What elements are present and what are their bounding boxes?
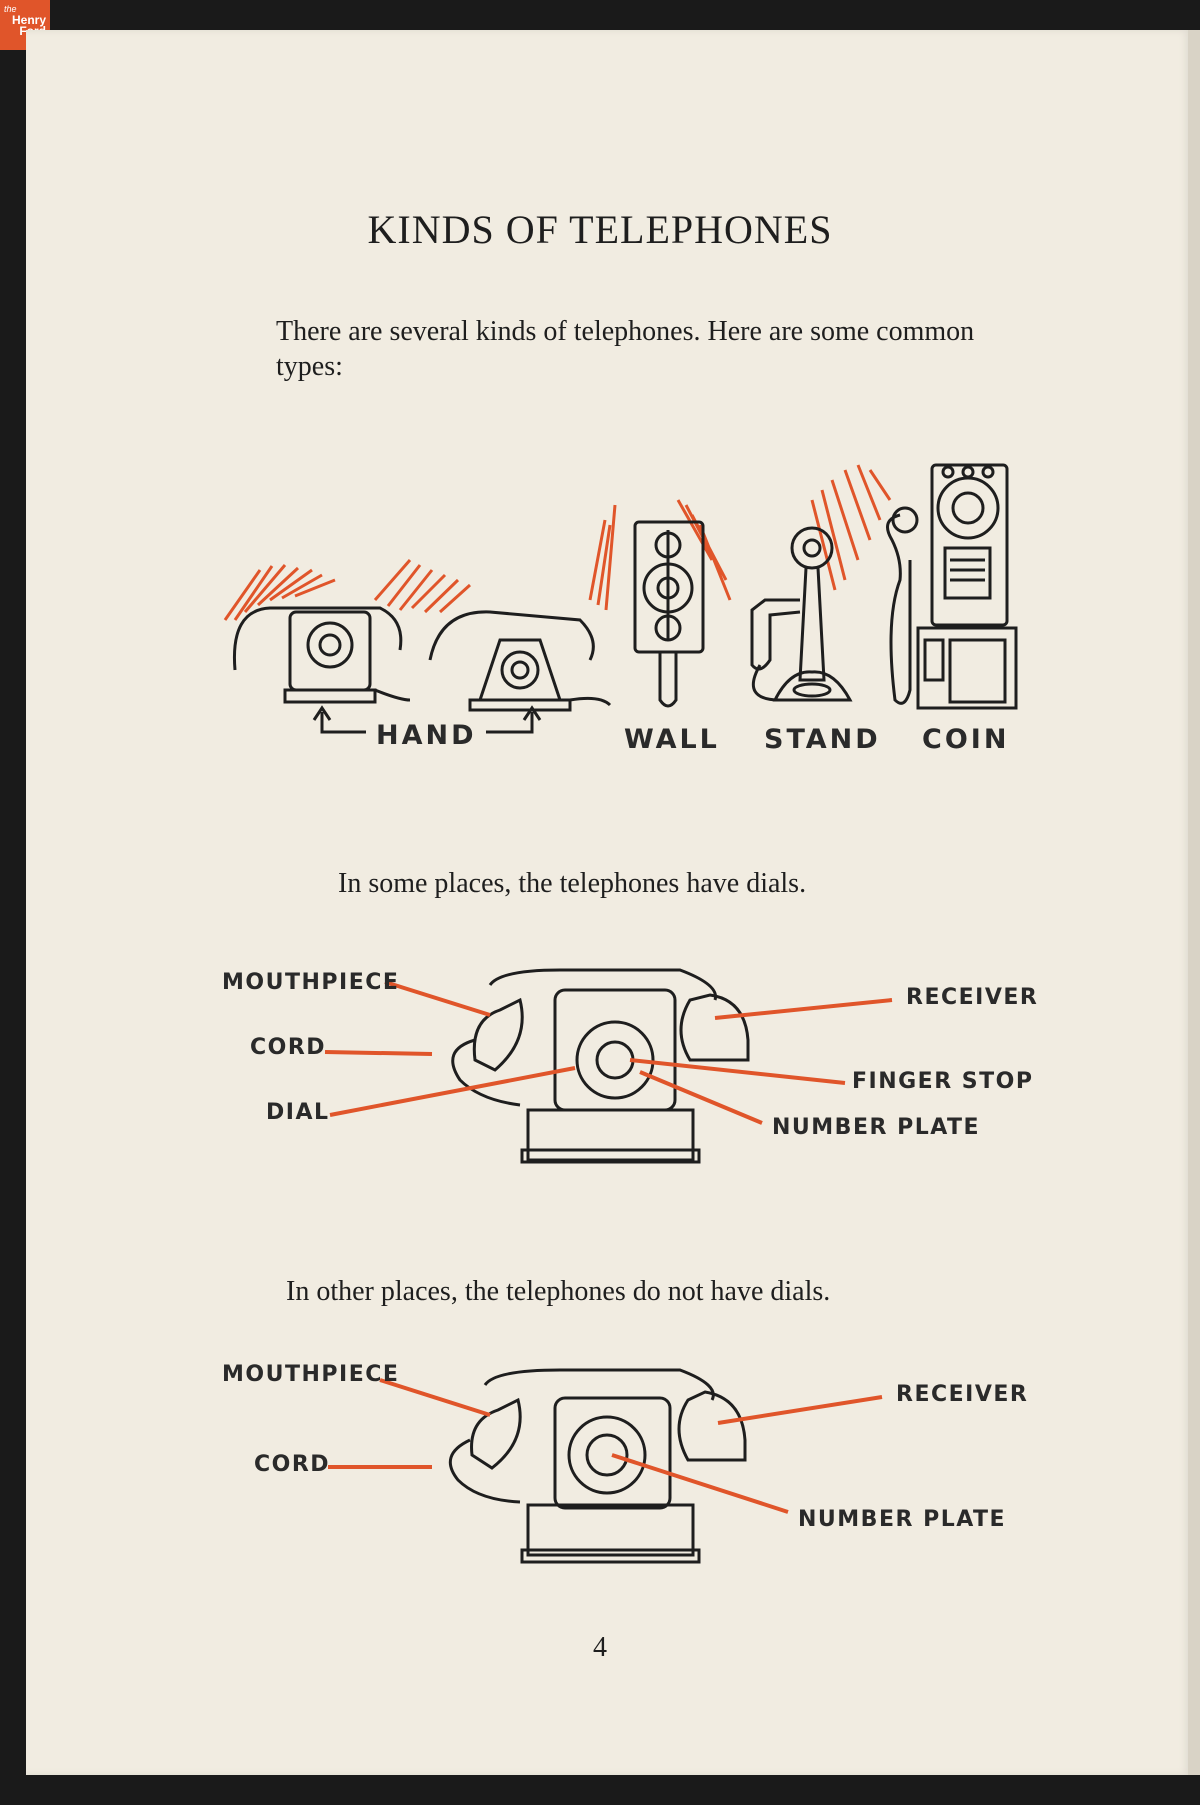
- dial-telephone-drawing: [451, 968, 750, 1164]
- nodial-label-cord: CORD: [254, 1452, 331, 1477]
- dial-label-cord: CORD: [250, 1035, 327, 1060]
- dial-caption: In some places, the telephones have dial…: [338, 868, 807, 899]
- logo-line-1: the: [4, 4, 17, 14]
- hand-phone-1: [232, 606, 411, 704]
- red-sound-strokes: [223, 464, 892, 621]
- type-label-stand: STAND: [764, 724, 881, 755]
- logo-line-2: Henry: [11, 13, 46, 27]
- stand-phone: [750, 526, 853, 702]
- nodial-callout-lines: [328, 1378, 883, 1514]
- dial-callout-lines: [324, 980, 893, 1125]
- intro-paragraph: There are several kinds of telephones. H…: [276, 316, 975, 382]
- nodial-caption: In other places, the telephones do not h…: [286, 1276, 831, 1307]
- dial-label-dial: DIAL: [266, 1100, 330, 1125]
- wall-phone: [633, 520, 705, 708]
- nodial-label-number-plate: NUMBER PLATE: [798, 1507, 1007, 1532]
- coin-phone: [886, 463, 1018, 710]
- dial-label-mouthpiece: MOUTHPIECE: [222, 970, 400, 995]
- hand-phone-2: [428, 610, 612, 712]
- nodial-telephone-drawing: [448, 1368, 747, 1564]
- page-title: KINDS OF TELEPHONES: [367, 207, 833, 252]
- dial-label-number-plate: NUMBER PLATE: [772, 1115, 981, 1140]
- page-spine: [1188, 30, 1200, 1775]
- type-label-hand: HAND: [376, 720, 477, 751]
- dial-label-finger-stop: FINGER STOP: [852, 1069, 1034, 1094]
- nodial-label-mouthpiece: MOUTHPIECE: [222, 1362, 400, 1387]
- page-number: 4: [593, 1632, 607, 1663]
- type-label-wall: WALL: [624, 724, 720, 755]
- nodial-label-receiver: RECEIVER: [896, 1382, 1029, 1407]
- dial-label-receiver: RECEIVER: [906, 985, 1039, 1010]
- booklet-page: [26, 30, 1192, 1775]
- type-label-coin: COIN: [922, 724, 1010, 755]
